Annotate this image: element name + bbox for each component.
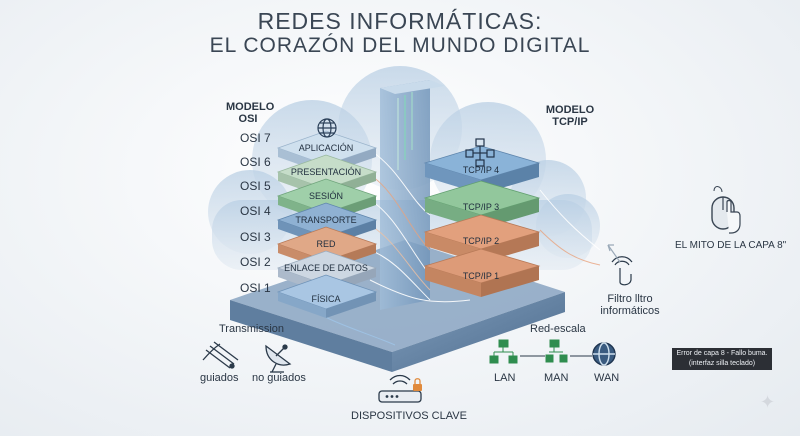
osi-layer-name: APLICACIÓN	[299, 143, 354, 153]
error-line2: (interfaz silla teclado)	[688, 360, 756, 367]
osi-level-label: OSI 1	[240, 281, 271, 295]
osi-layer-name: ENLACE DE DATOS	[284, 263, 368, 273]
tcpip-layer-name: TCP/IP 1	[463, 271, 499, 281]
osi-layer-name: TRANSPORTE	[295, 215, 356, 225]
error-line1: Error de capa 8 - Fallo buma.	[676, 350, 768, 357]
tcpip-model-heading: MODELO TCP/IP	[538, 104, 602, 128]
filter-line1: Filtro lltro	[607, 293, 653, 305]
osi-level-label: OSI 3	[240, 230, 271, 244]
unguided-label: no guiados	[252, 372, 306, 384]
osi-heading-line2: OSI	[238, 113, 258, 125]
osi-layer-name: PRESENTACIÓN	[291, 167, 361, 177]
osi-layer-name: FÍSICA	[311, 294, 340, 304]
tcpip-layer-1	[423, 248, 541, 297]
man-label: MAN	[544, 372, 569, 384]
tcpip-layer-name: TCP/IP 3	[463, 202, 499, 212]
cable-icon	[202, 341, 239, 369]
filter-label: Filtro lltro informáticos	[598, 293, 662, 317]
network-icon	[465, 138, 495, 167]
transmission-heading: Transmission	[219, 323, 284, 335]
osi-level-label: OSI 5	[240, 179, 271, 193]
osi-layer-fisica	[276, 274, 378, 318]
satellite-dish-icon	[265, 344, 292, 373]
osi-layer-name: SESIÓN	[309, 191, 343, 201]
sparkle-icon: ✦	[760, 392, 776, 412]
myth-label: EL MITO DE LA CAPA 8"	[675, 240, 787, 251]
osi-level-label: OSI 7	[240, 131, 271, 145]
tcpip-layer-name: TCP/IP 4	[463, 165, 499, 175]
osi-level-label: OSI 2	[240, 255, 271, 269]
osi-level-label: OSI 4	[240, 204, 271, 218]
wan-globe-icon	[592, 342, 616, 366]
touch-icon	[607, 244, 633, 286]
network-scale-heading: Red-escala	[530, 323, 586, 335]
osi-layer-name: RED	[316, 239, 336, 249]
lan-label: LAN	[494, 372, 516, 384]
osi-model-heading: MODELO OSI	[226, 101, 275, 125]
error-caption: Error de capa 8 - Fallo buma. (interfaz …	[672, 348, 772, 370]
osi-stack	[276, 130, 378, 318]
tcpip-heading-line2: TCP/IP	[552, 116, 588, 128]
tcpip-stack	[423, 145, 541, 297]
mouse-icon	[711, 186, 741, 234]
wan-label: WAN	[594, 372, 620, 384]
osi-heading-line1: MODELO	[226, 101, 275, 113]
man-icon	[545, 339, 568, 363]
filter-line2: informáticos	[600, 305, 660, 317]
tcpip-layer-name: TCP/IP 2	[463, 236, 499, 246]
diagram-subtitle: EL CORAZÓN DEL MUNDO DIGITAL	[209, 34, 591, 57]
lan-icon	[489, 339, 518, 364]
guided-label: guiados	[200, 372, 239, 384]
globe-icon	[317, 118, 337, 138]
tcpip-heading-line1: MODELO	[545, 104, 595, 116]
diagram-title: REDES INFORMÁTICAS:	[257, 8, 543, 34]
devices-label: DISPOSITIVOS CLAVE	[351, 410, 467, 422]
router-icon	[378, 374, 422, 403]
central-tower	[380, 80, 445, 310]
osi-level-label: OSI 6	[240, 155, 271, 169]
